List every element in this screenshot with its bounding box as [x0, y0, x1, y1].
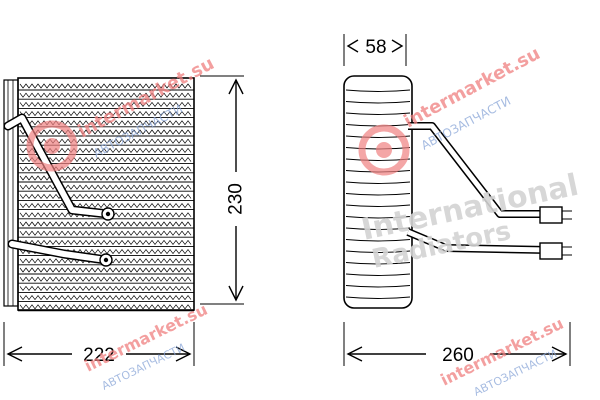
watermark-logo-left — [26, 120, 78, 172]
fin-row — [19, 239, 192, 245]
fin-row — [19, 267, 192, 273]
side-core — [343, 75, 413, 309]
side-rib — [345, 250, 411, 253]
fin-row — [19, 129, 192, 135]
fin-row — [19, 276, 192, 282]
fin-row — [19, 221, 192, 227]
fin-row — [19, 184, 192, 190]
fin-row — [19, 175, 192, 181]
connector-lower — [539, 242, 563, 260]
pipe-lower — [7, 239, 111, 265]
side-pipe-lower — [406, 228, 549, 254]
fin-row — [19, 111, 192, 117]
side-rib — [345, 181, 411, 184]
dimension-width-front — [3, 322, 195, 366]
side-rib — [345, 193, 411, 196]
side-rib — [345, 112, 411, 115]
dimension-height — [200, 75, 244, 305]
side-rib — [345, 227, 411, 230]
fin-row — [19, 203, 192, 209]
fin-row — [19, 193, 192, 199]
fin-row — [19, 101, 192, 107]
fin-row — [19, 83, 192, 89]
header-tank — [3, 79, 19, 307]
dimension-width-side-label: 260 — [442, 345, 474, 366]
side-rib — [345, 101, 411, 104]
side-rib — [345, 89, 411, 92]
side-rib — [345, 262, 411, 265]
side-rib — [345, 239, 411, 242]
fin-row — [19, 92, 192, 98]
side-rib — [345, 273, 411, 276]
watermark-logo-right — [358, 124, 410, 176]
side-view — [343, 75, 572, 309]
dimension-depth — [343, 34, 407, 66]
side-rib — [345, 296, 411, 299]
connector-upper — [539, 206, 563, 224]
side-rib — [345, 204, 411, 207]
dimension-height-label: 230 — [226, 183, 247, 215]
fin-row — [19, 304, 192, 310]
fin-row — [19, 230, 192, 236]
fin-row — [19, 295, 192, 301]
side-rib — [345, 285, 411, 288]
dimension-width-front-label: 222 — [83, 345, 115, 366]
fin-row — [19, 285, 192, 291]
dimension-depth-label: 58 — [365, 37, 386, 58]
dimension-width-side — [343, 322, 571, 366]
side-rib — [345, 216, 411, 219]
side-pipe-upper — [408, 122, 548, 218]
